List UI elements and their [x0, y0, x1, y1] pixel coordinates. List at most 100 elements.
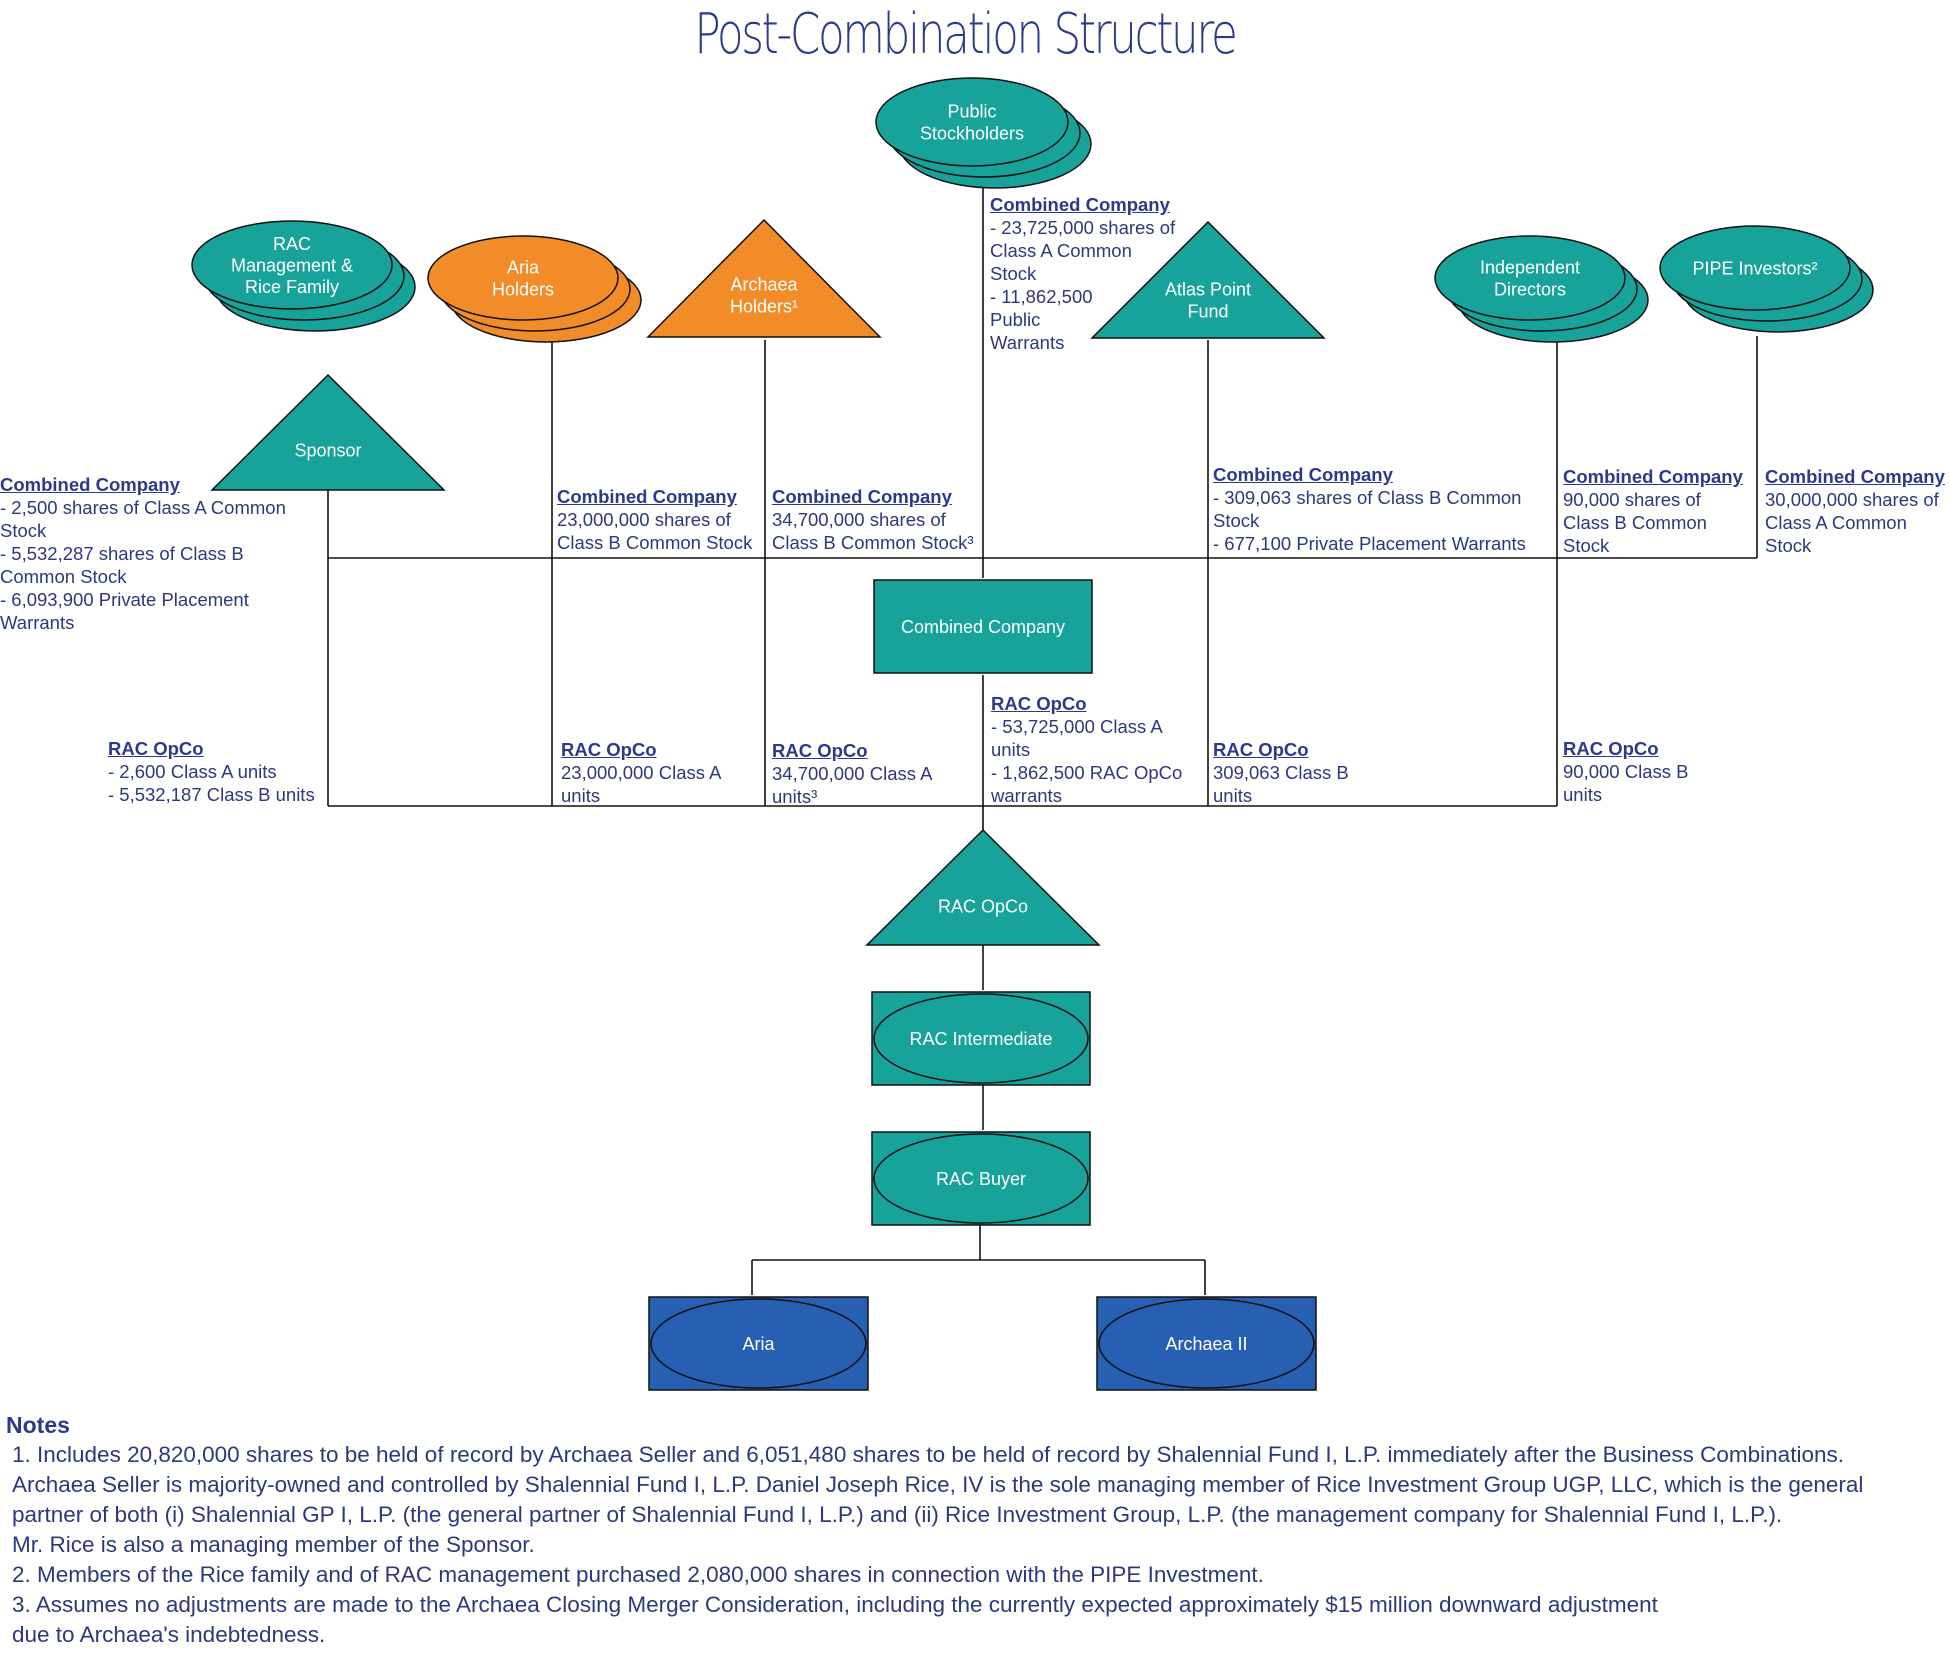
node-archaea-ii-shape	[1096, 1296, 1317, 1391]
note-item-1: 1. Includes 20,820,000 shares to be held…	[6, 1440, 1941, 1560]
label-line: 309,063 Class B	[1213, 762, 1349, 783]
label-line: - 309,063 shares of Class B Common	[1213, 487, 1522, 508]
label-line: - 23,725,000 shares of	[990, 217, 1176, 238]
label-sponsor-cc: Combined Company- 2,500 shares of Class …	[0, 473, 310, 634]
node-rac-opco-label: RAC OpCo	[938, 896, 1028, 916]
label-atlas-cc: Combined Company- 309,063 shares of Clas…	[1213, 463, 1558, 555]
label-line: - 2,500 shares of Class A Common	[0, 497, 286, 518]
label-line: - 6,093,900 Private Placement	[0, 589, 249, 610]
label-heading: Combined Company	[0, 474, 180, 495]
label-line: Warrants	[0, 612, 75, 633]
label-line: 30,000,000 shares of	[1765, 489, 1939, 510]
note-line: partner of both (i) Shalennial GP I, L.P…	[12, 1502, 1783, 1527]
label-line: Class B Common	[1563, 512, 1707, 533]
node-rac-intermediate-inner-ellipse	[873, 993, 1089, 1084]
label-line: - 5,532,187 Class B units	[108, 784, 315, 805]
label-line: - 1,862,500 RAC OpCo	[991, 762, 1183, 783]
label-line: units	[1563, 784, 1603, 805]
label-heading: Combined Company	[1765, 466, 1945, 487]
label-line: Class A Common	[990, 240, 1132, 261]
note-line: Mr. Rice is also a managing member of th…	[12, 1532, 535, 1557]
label-line: Class A Common	[1765, 512, 1907, 533]
label-heading: RAC OpCo	[561, 739, 657, 760]
notes-section: Notes 1. Includes 20,820,000 shares to b…	[6, 1410, 1941, 1650]
node-rac-opco-shape	[865, 828, 1101, 946]
label-line: - 5,532,287 shares of Class B	[0, 543, 244, 564]
label-line: - 53,725,000 Class A	[991, 716, 1163, 737]
label-heading: RAC OpCo	[991, 693, 1087, 714]
label-heading: RAC OpCo	[1563, 738, 1659, 759]
node-archaea-holders-shape	[646, 218, 882, 338]
node-rac-buyer-label: RAC Buyer	[936, 1169, 1026, 1189]
label-line: Stock	[1563, 535, 1610, 556]
label-line: warrants	[991, 785, 1062, 806]
note-item-2: 2. Members of the Rice family and of RAC…	[6, 1560, 1941, 1590]
note-item-3: 3. Assumes no adjustments are made to th…	[6, 1590, 1941, 1650]
label-line: Warrants	[990, 332, 1065, 353]
label-heading: Combined Company	[1213, 464, 1393, 485]
label-line: Stock	[1213, 510, 1260, 531]
label-heading: RAC OpCo	[772, 740, 868, 761]
note-line: 3. Assumes no adjustments are made to th…	[12, 1592, 1658, 1617]
label-line: 23,000,000 shares of	[557, 509, 731, 530]
label-line: units	[1213, 785, 1253, 806]
label-line: units	[561, 785, 601, 806]
label-line: Class B Common Stock	[557, 532, 753, 553]
label-heading: RAC OpCo	[108, 738, 204, 759]
label-line: - 11,862,500	[990, 286, 1093, 307]
label-heading: RAC OpCo	[1213, 739, 1309, 760]
node-aria-holders-shape	[427, 235, 619, 321]
label-line: Public	[990, 309, 1041, 330]
label-line: units³	[772, 786, 818, 807]
node-sponsor-label: Sponsor	[294, 440, 361, 460]
node-rac-buyer-shape	[871, 1131, 1091, 1226]
node-aria-shape	[648, 1296, 869, 1391]
label-line: - 677,100 Private Placement Warrants	[1213, 533, 1526, 554]
label-heading: Combined Company	[1563, 466, 1743, 487]
node-rac-buyer-inner-ellipse	[873, 1133, 1089, 1224]
node-aria-label: Aria	[742, 1334, 775, 1354]
label-line: Common Stock	[0, 566, 127, 587]
node-archaea-ii-label: Archaea II	[1165, 1334, 1247, 1354]
node-archaea-ii-inner-ellipse	[1098, 1298, 1315, 1389]
node-aria-inner-ellipse	[650, 1298, 867, 1389]
node-rac-intermediate-label: RAC Intermediate	[909, 1029, 1052, 1049]
label-line: Stock	[0, 520, 47, 541]
label-line: 90,000 Class B	[1563, 761, 1689, 782]
label-line: 34,700,000 shares of	[772, 509, 946, 530]
note-line: due to Archaea's indebtedness.	[12, 1622, 326, 1647]
note-line: Archaea Seller is majority-owned and con…	[12, 1472, 1864, 1497]
label-line: 90,000 shares of	[1563, 489, 1701, 510]
label-line: 34,700,000 Class A	[772, 763, 933, 784]
node-independent-directors-shape	[1434, 235, 1626, 321]
note-line: 1. Includes 20,820,000 shares to be held…	[12, 1442, 1844, 1467]
label-heading: Combined Company	[772, 486, 952, 507]
notes-heading: Notes	[6, 1412, 70, 1438]
node-atlas-point-shape	[1090, 220, 1326, 339]
node-combined-company-shape	[873, 579, 1093, 674]
node-public-stockholders-shape	[875, 77, 1069, 167]
node-rac-intermediate-shape	[871, 991, 1091, 1086]
label-line: Class B Common Stock³	[772, 532, 974, 553]
label-heading: Combined Company	[990, 194, 1170, 215]
label-sponsor-opco: RAC OpCo- 2,600 Class A units- 5,532,187…	[108, 737, 338, 806]
label-line: - 2,600 Class A units	[108, 761, 277, 782]
node-pipe-investors-label: PIPE Investors²	[1692, 258, 1817, 278]
node-pipe-investors-shape	[1659, 225, 1851, 311]
